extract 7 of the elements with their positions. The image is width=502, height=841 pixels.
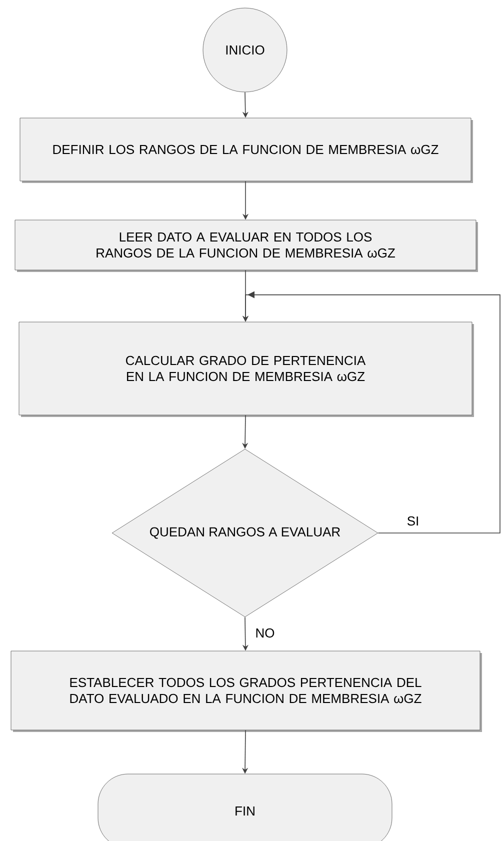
process-box: CALCULAR GRADO DE PERTENENCIA EN LA FUNCION DE MEMBRESIA ωGZ: [18, 322, 472, 416]
process-box: DEFINIR LOS RANGOS DE LA FUNCION DE MEMBRESIA ωGZ: [20, 118, 472, 182]
process-box: LEER DATO A EVALUAR EN TODOS LOS RANGOS DE LA FUNCION DE MEMBRESIA ωGZ: [14, 220, 476, 270]
end-terminal: FIN: [98, 774, 392, 841]
process-box: ESTABLECER TODOS LOS GRADOS PERTENENCIA DEL DATO EVALUADO EN LA FUNCION DE MEMBRESIA ωGZ: [10, 650, 480, 730]
edge-label: NO: [256, 628, 274, 638]
edge-label: SI: [407, 516, 418, 526]
